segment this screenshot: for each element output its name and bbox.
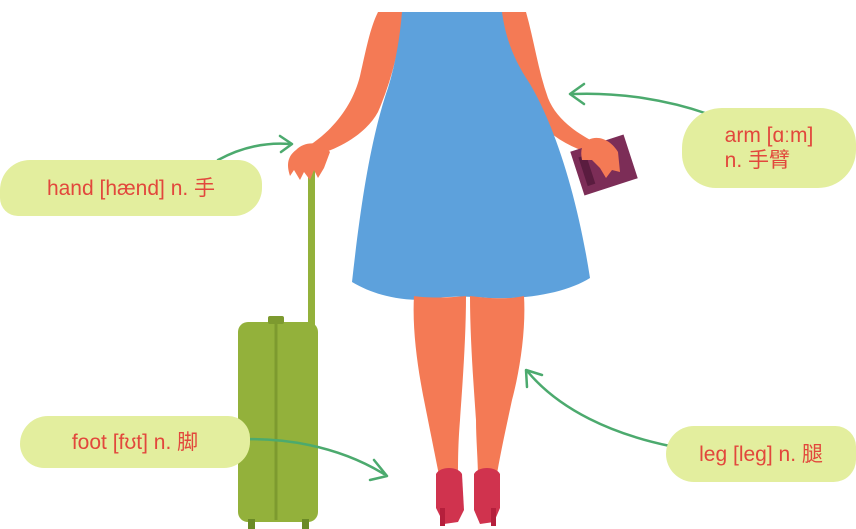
suitcase-foot-right [302, 519, 309, 529]
suitcase-body [238, 322, 318, 522]
label-leg: leg [leg] n. 腿 [666, 426, 856, 482]
label-foot-text: foot [fʊt] n. 脚 [72, 430, 198, 455]
label-arm-text: arm [ɑːm] n. 手臂 [725, 123, 814, 173]
right-shoe [474, 468, 500, 524]
suitcase-strap [268, 316, 284, 324]
label-foot: foot [fʊt] n. 脚 [20, 416, 250, 468]
label-leg-text: leg [leg] n. 腿 [699, 442, 823, 467]
label-hand-text: hand [hænd] n. 手 [47, 176, 215, 201]
suitcase-foot-left [248, 519, 255, 529]
left-heel [440, 508, 445, 526]
right-leg [470, 296, 524, 480]
label-arm: arm [ɑːm] n. 手臂 [682, 108, 856, 188]
label-hand: hand [hænd] n. 手 [0, 160, 262, 216]
arrow-hand [218, 136, 292, 160]
arrow-arm [570, 84, 708, 114]
arrow-leg [526, 370, 670, 446]
suitcase-handle [308, 160, 315, 330]
left-hand [288, 143, 330, 180]
left-leg [414, 296, 466, 480]
right-heel [491, 508, 496, 526]
